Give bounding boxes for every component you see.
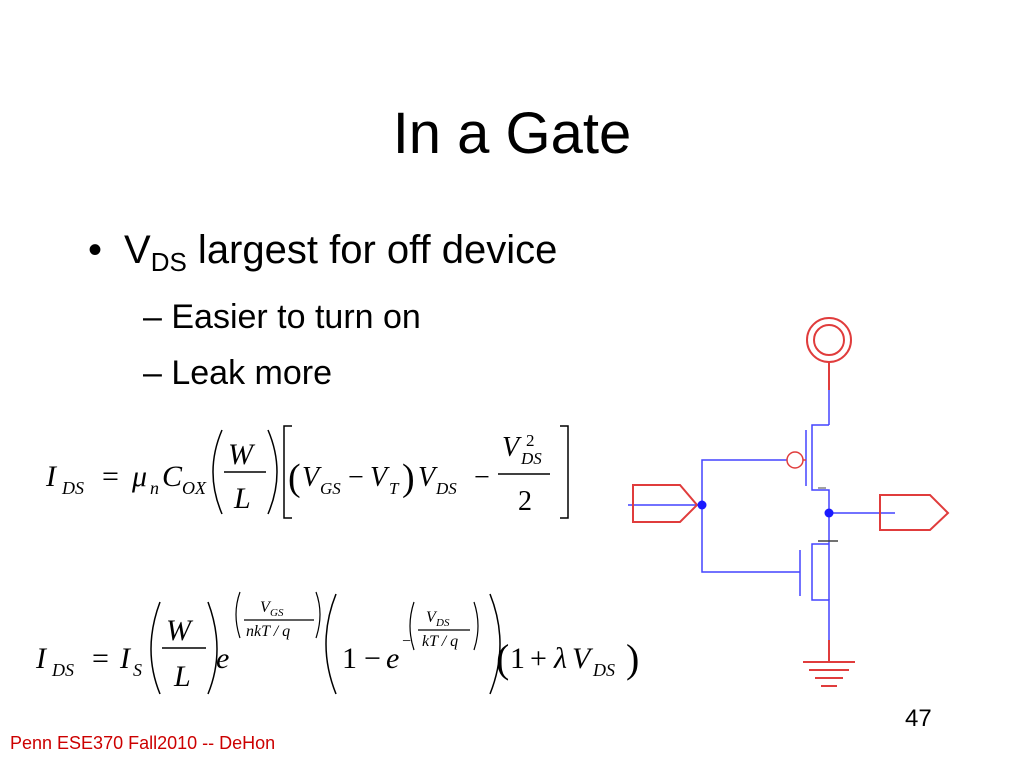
- svg-text:DS: DS: [435, 617, 450, 629]
- svg-text:μ: μ: [131, 460, 147, 493]
- svg-text:T: T: [389, 479, 400, 498]
- svg-text:L: L: [233, 482, 251, 515]
- svg-text:=: =: [92, 642, 109, 675]
- svg-text:V: V: [370, 462, 390, 493]
- svg-text:V: V: [260, 599, 272, 616]
- svg-text:V: V: [572, 642, 594, 675]
- vdd-symbol: [806, 317, 852, 390]
- svg-text:DS: DS: [51, 660, 74, 680]
- svg-text:I: I: [119, 642, 132, 675]
- pmos-gate-bubble: [786, 451, 804, 469]
- svg-text:e: e: [386, 642, 399, 675]
- svg-text:V: V: [302, 462, 322, 493]
- output-port: [879, 494, 950, 531]
- svg-text:(: (: [496, 636, 509, 681]
- svg-text:n: n: [150, 478, 159, 498]
- svg-text:2: 2: [518, 486, 532, 517]
- svg-text:−: −: [402, 633, 411, 650]
- svg-text:V: V: [426, 609, 438, 626]
- inverter-schematic: [628, 317, 950, 687]
- svg-text:DS: DS: [61, 478, 84, 498]
- svg-text:e: e: [216, 642, 229, 675]
- svg-text:−: −: [348, 462, 364, 493]
- svg-text:(: (: [288, 457, 301, 499]
- svg-text:L: L: [173, 660, 191, 693]
- svg-text:−: −: [364, 642, 381, 675]
- svg-text:kT / q: kT / q: [422, 633, 458, 650]
- svg-text:): ): [626, 636, 639, 681]
- input-node: [697, 500, 707, 510]
- svg-text:V: V: [418, 462, 438, 493]
- svg-text:W: W: [228, 438, 256, 471]
- svg-text:1: 1: [342, 642, 357, 675]
- svg-text:S: S: [133, 660, 142, 680]
- slide-number: 47: [905, 705, 932, 732]
- subthreshold-equation: I DS = I S W L e V GS nkT / q 1 − e − V …: [35, 591, 639, 695]
- bullet-subscript: DS: [150, 247, 187, 277]
- linear-region-equation: I DS = μ n C OX W L ( V GS − V T ) V DS …: [45, 425, 569, 519]
- bullet-vds: • VDS largest for off device: [88, 228, 557, 278]
- sub-bullet-leak: – Leak more: [143, 354, 332, 392]
- svg-text:nkT / q: nkT / q: [246, 623, 290, 640]
- slide-title: In a Gate: [392, 101, 632, 166]
- svg-text:): ): [402, 457, 415, 499]
- svg-text:2: 2: [526, 431, 535, 450]
- bullet-marker: •: [88, 228, 103, 272]
- bullet-v: V: [124, 228, 151, 272]
- bullet-text: largest for off device: [186, 228, 558, 272]
- svg-text:C: C: [162, 460, 183, 493]
- svg-text:GS: GS: [320, 479, 341, 498]
- svg-text:OX: OX: [182, 478, 207, 498]
- svg-text:1: 1: [510, 642, 525, 675]
- svg-text:DS: DS: [435, 479, 457, 498]
- ground-symbol: [803, 640, 855, 687]
- output-node: [824, 508, 834, 518]
- sub-bullet-easier: – Easier to turn on: [143, 298, 421, 336]
- svg-text:+: +: [530, 642, 547, 675]
- svg-text:DS: DS: [592, 660, 615, 680]
- footer-text: Penn ESE370 Fall2010 -- DeHon: [10, 733, 276, 753]
- svg-text:W: W: [166, 614, 194, 647]
- svg-text:GS: GS: [270, 607, 284, 619]
- svg-text:I: I: [35, 642, 48, 675]
- svg-text:V: V: [502, 432, 522, 463]
- svg-text:DS: DS: [520, 449, 542, 468]
- svg-text:I: I: [45, 460, 58, 493]
- svg-text:λ: λ: [553, 642, 567, 675]
- svg-text:=: =: [102, 460, 119, 493]
- svg-text:−: −: [474, 462, 490, 493]
- input-port: [632, 484, 699, 523]
